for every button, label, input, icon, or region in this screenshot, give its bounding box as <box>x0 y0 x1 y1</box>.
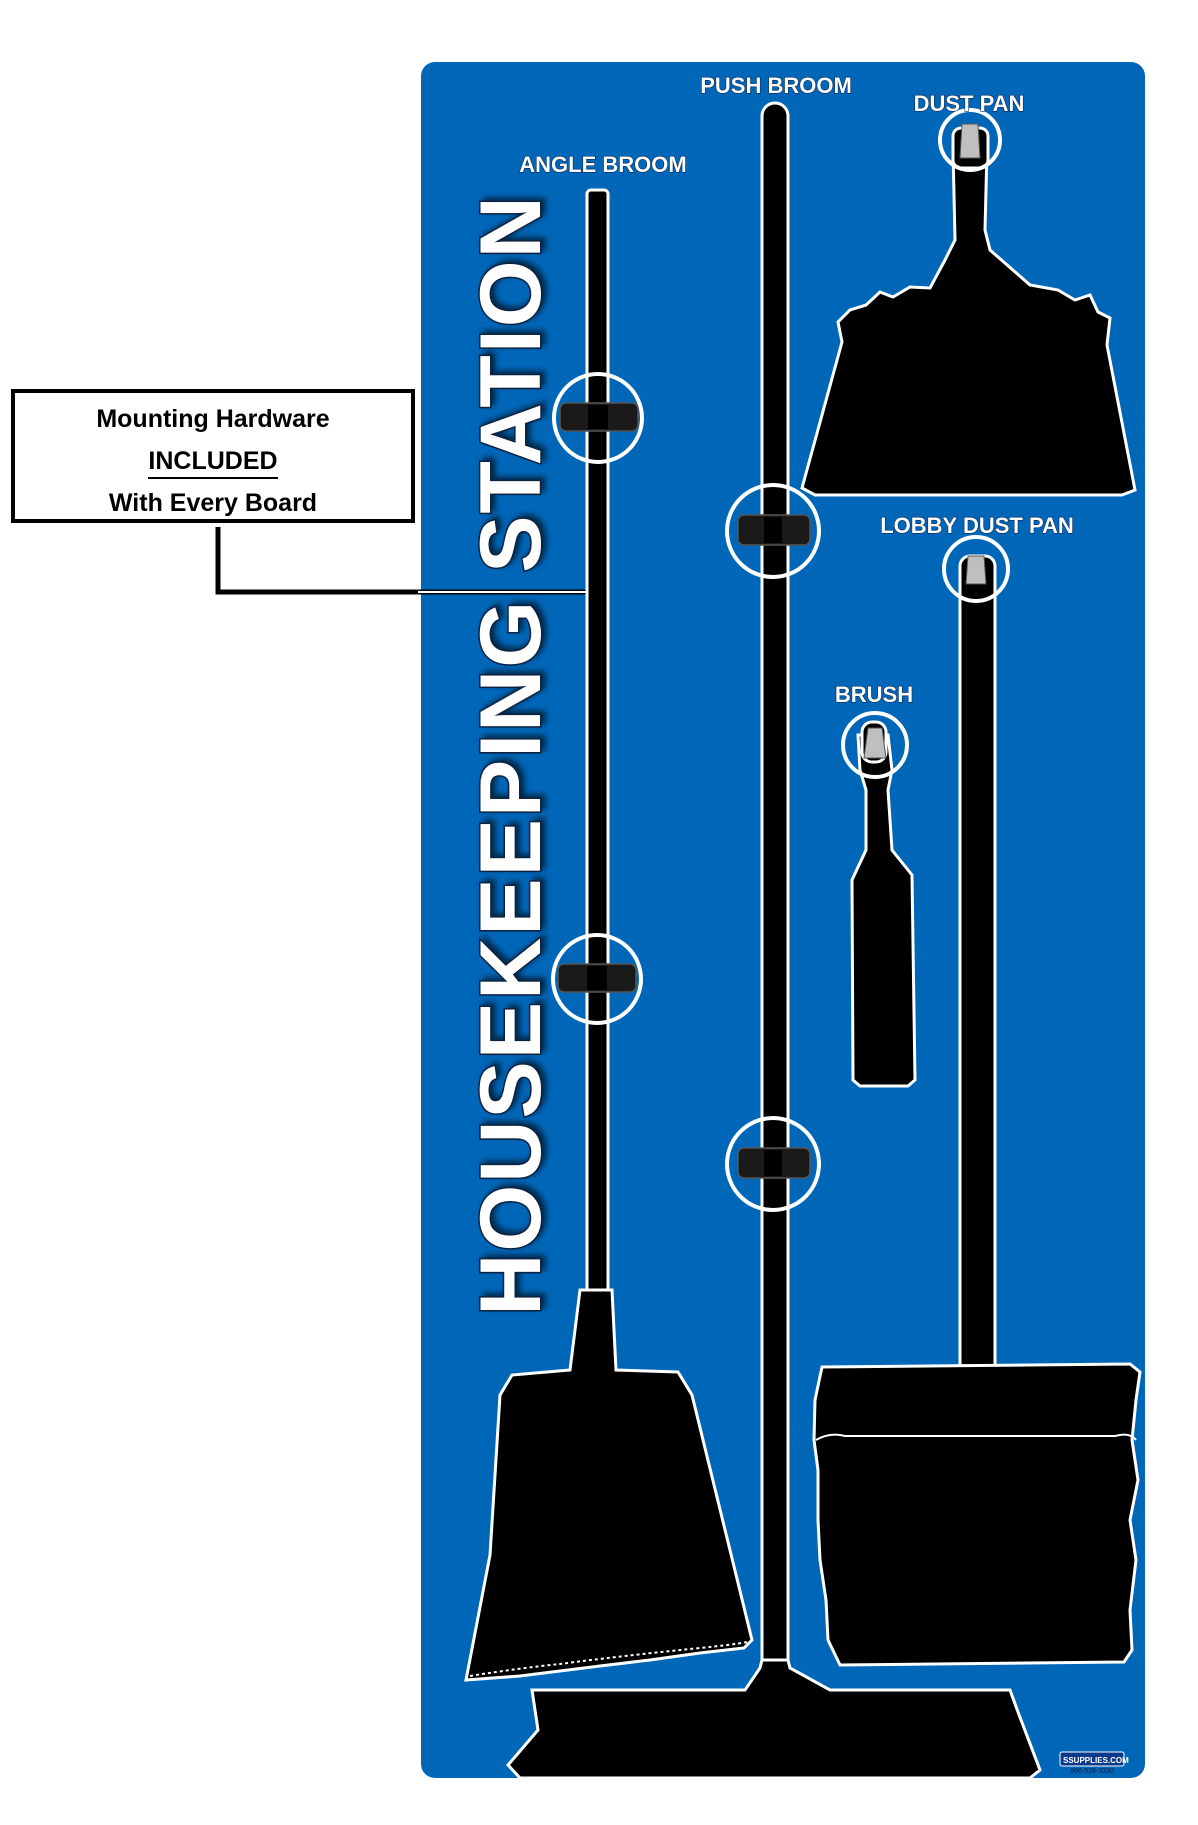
board-title: HOUSEKEEPING STATION <box>463 194 559 1315</box>
label-push-broom: PUSH BROOM <box>700 73 852 98</box>
hook-dust-pan <box>938 108 1002 172</box>
callout-included-text: INCLUDED <box>148 447 278 479</box>
label-angle-broom: ANGLE BROOM <box>519 152 686 177</box>
mount-clip-angle-upper <box>552 372 644 464</box>
label-brush: BRUSH <box>835 682 913 707</box>
mount-clip-push-lower <box>725 1116 821 1212</box>
hook-brush <box>841 711 909 779</box>
mounting-hardware-callout: Mounting Hardware INCLUDED With Every Bo… <box>11 389 415 523</box>
label-lobby-dust-pan: LOBBY DUST PAN <box>880 513 1074 538</box>
company-logo: SSUPPLIES.COM 866-526-3330 <box>1059 1751 1129 1775</box>
label-dust-pan: DUST PAN <box>914 91 1025 116</box>
hook-lobby-dust-pan <box>942 535 1010 603</box>
svg-text:SSUPPLIES.COM: SSUPPLIES.COM <box>1063 1756 1129 1765</box>
callout-line-2: INCLUDED <box>15 447 411 479</box>
callout-line-1: Mounting Hardware <box>96 405 330 433</box>
svg-text:866-526-3330: 866-526-3330 <box>1070 1768 1114 1775</box>
callout-line-3: With Every Board <box>108 489 318 517</box>
push-broom-silhouette <box>505 101 1042 1780</box>
mount-clip-push-upper <box>725 483 821 579</box>
mount-clip-angle-lower <box>551 933 643 1025</box>
